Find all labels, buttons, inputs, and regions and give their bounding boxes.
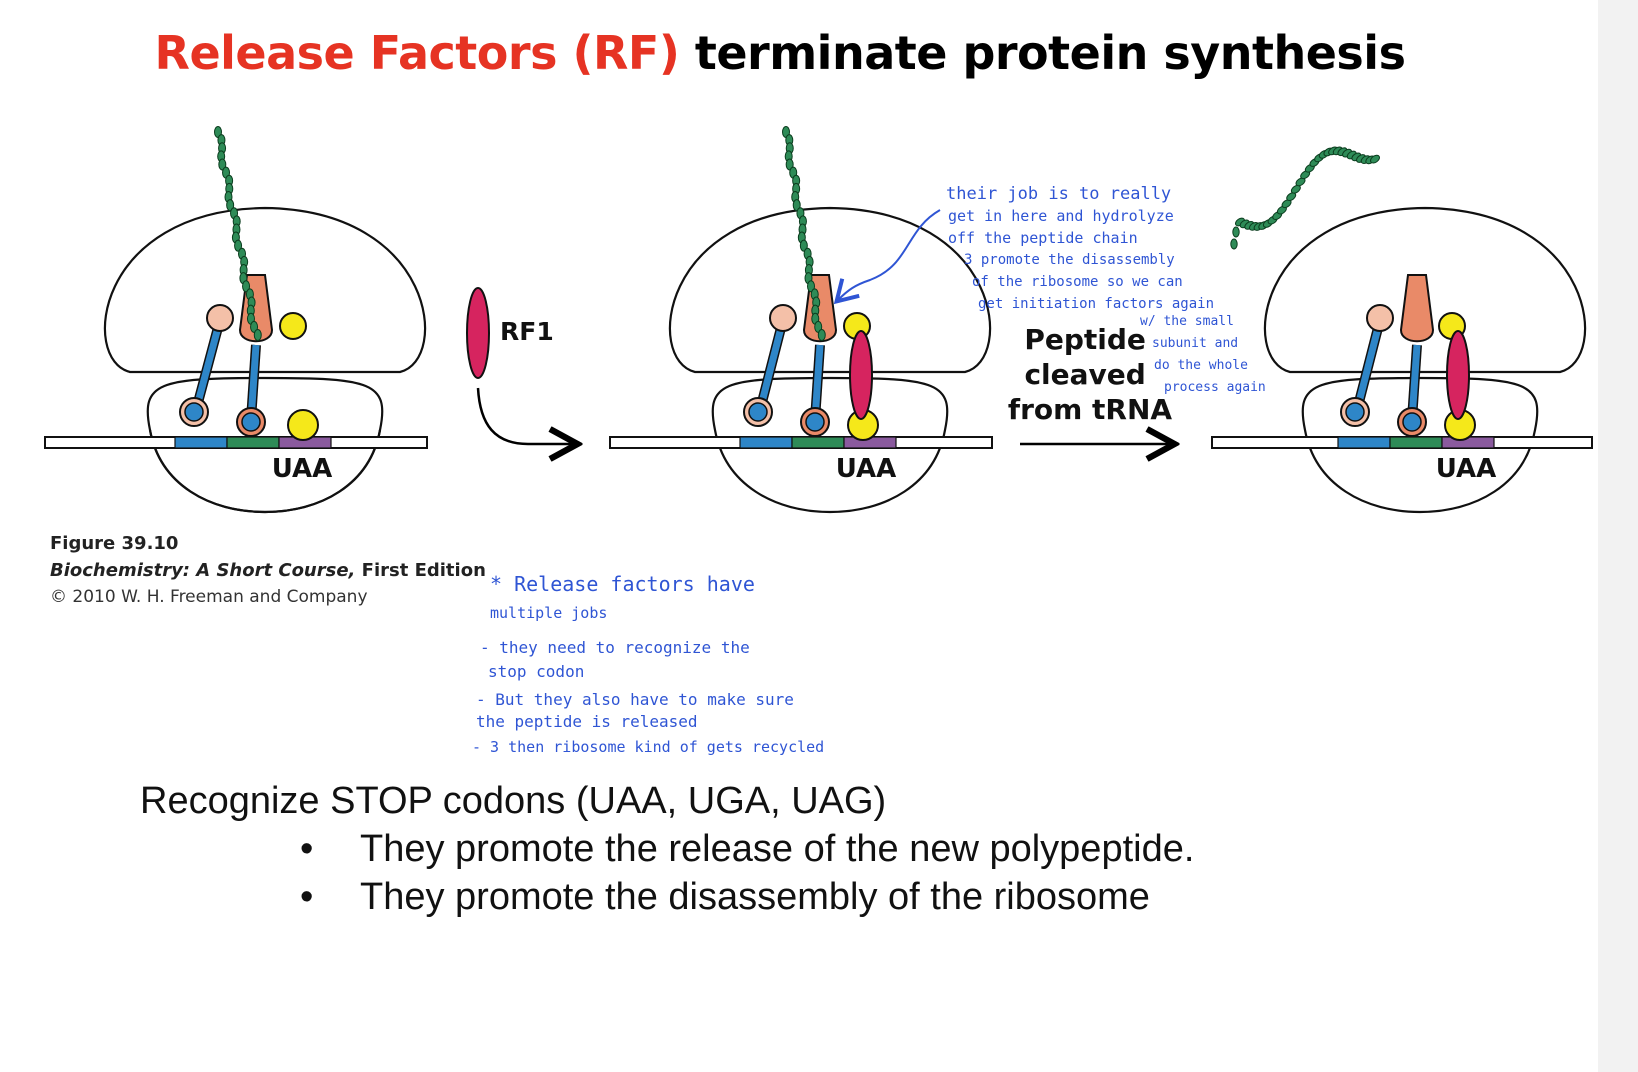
codon-a-site — [226, 436, 280, 449]
codon-a-site — [791, 436, 845, 449]
codon-p-site — [174, 436, 228, 449]
codon-p-site — [739, 436, 793, 449]
handwritten-note-line: get in here and hydrolyze — [948, 207, 1174, 225]
exit-trna — [179, 304, 234, 427]
amino-acid-bead — [242, 280, 251, 293]
peptide-chain — [782, 126, 826, 341]
handwritten-note-line: * Release factors have — [490, 572, 755, 596]
ribosome-panel-1: UAA — [44, 126, 428, 514]
summary-heading: Recognize STOP codons (UAA, UGA, UAG) — [140, 780, 887, 822]
rf1-bound — [1446, 330, 1470, 420]
amino-acid-bead — [250, 320, 259, 333]
slide-title: Release Factors (RF) terminate protein s… — [0, 26, 1560, 80]
step2-label: Peptide cleaved from tRNA — [1008, 323, 1173, 426]
amino-acid-bead — [1286, 192, 1297, 202]
title-highlight: Release Factors (RF) — [154, 26, 680, 80]
codon-a-site — [1389, 436, 1443, 449]
rf1-label: RF1 — [500, 317, 554, 346]
handwritten-note-line: process again — [1164, 380, 1266, 395]
handwritten-note-line: off the peptide chain — [948, 229, 1138, 247]
handwritten-note-line: w/ the small — [1140, 314, 1234, 329]
codon-label: UAA — [272, 454, 333, 484]
amino-acid-bead — [218, 158, 227, 171]
window-edge — [1598, 0, 1638, 1072]
amino-acid-bead — [1290, 184, 1301, 194]
codon-label: UAA — [836, 454, 897, 484]
handwritten-note-line: - they need to recognize the — [480, 638, 750, 657]
handwritten-note-line: the peptide is released — [476, 712, 698, 731]
codon-p-site — [1337, 436, 1391, 449]
peptide-chain — [214, 126, 262, 341]
figure-caption: Figure 39.10 Biochemistry: A Short Cours… — [50, 530, 486, 611]
exit-trna — [1340, 304, 1394, 427]
handwritten-note-line: subunit and — [1152, 336, 1239, 351]
ribosome-panel-3: UAA — [1211, 206, 1593, 514]
summary-bullets: • They promote the release of the new pol… — [300, 825, 1194, 921]
handwritten-note-line: of the ribosome so we can — [972, 274, 1183, 290]
amino-acid-bead — [1230, 238, 1238, 250]
yellow-site-upper — [279, 312, 307, 340]
amino-acid-bead — [792, 199, 801, 212]
amino-acid-bead — [817, 329, 826, 341]
codon-label: UAA — [1436, 454, 1497, 484]
rf1-bound — [849, 330, 873, 420]
amino-acid-bead — [799, 239, 808, 252]
bullet-dot: • — [300, 827, 314, 870]
handwritten-note-line: stop codon — [488, 662, 585, 681]
book-edition: First Edition — [355, 560, 486, 581]
bullet-item: • They promote the disassembly of the rib… — [300, 873, 1194, 921]
bullet-text: They promote the release of the new poly… — [360, 827, 1195, 870]
handwritten-note-line: do the whole — [1154, 358, 1248, 373]
yellow-site-lower — [287, 409, 319, 441]
released-peptide — [1230, 146, 1380, 250]
handwritten-note-line: 3 promote the disassembly — [964, 252, 1175, 268]
title-rest: terminate protein synthesis — [679, 26, 1406, 80]
bullet-text: They promote the disassembly of the ribo… — [360, 875, 1150, 918]
figure-number: Figure 39.10 — [50, 533, 179, 554]
amino-acid-bead — [1232, 226, 1240, 238]
amino-acid-bead — [807, 280, 816, 293]
handwritten-note-line: get initiation factors again — [978, 296, 1215, 312]
handwritten-note-line: - 3 then ribosome kind of gets recycled — [472, 738, 825, 756]
handwritten-note-line: their job is to really — [946, 184, 1172, 204]
book-title: Biochemistry: A Short Course, — [50, 560, 356, 581]
rf1-arrow — [476, 387, 575, 444]
rf1-protein — [466, 287, 490, 379]
copyright: © 2010 W. H. Freeman and Company — [50, 587, 368, 607]
handwritten-note-line: multiple jobs — [490, 604, 608, 622]
amino-acid-bead — [226, 199, 235, 212]
deacylated-trna — [1397, 274, 1435, 437]
amino-acid-bead — [1370, 154, 1380, 164]
bullet-item: • They promote the release of the new pol… — [300, 825, 1194, 873]
amino-acid-bead — [234, 239, 243, 252]
handwritten-note-line: - But they also have to make sure — [476, 690, 794, 709]
amino-acid-bead — [253, 329, 262, 341]
small-subunit-bottom — [148, 429, 382, 514]
release-factor-diagram: UAA RF1 UAA Peptide — [44, 126, 1593, 514]
annotation-pointer-arrow — [833, 209, 941, 305]
exit-trna — [743, 304, 797, 427]
ribosome-panel-2: UAA — [609, 126, 993, 514]
bullet-dot: • — [300, 875, 314, 918]
